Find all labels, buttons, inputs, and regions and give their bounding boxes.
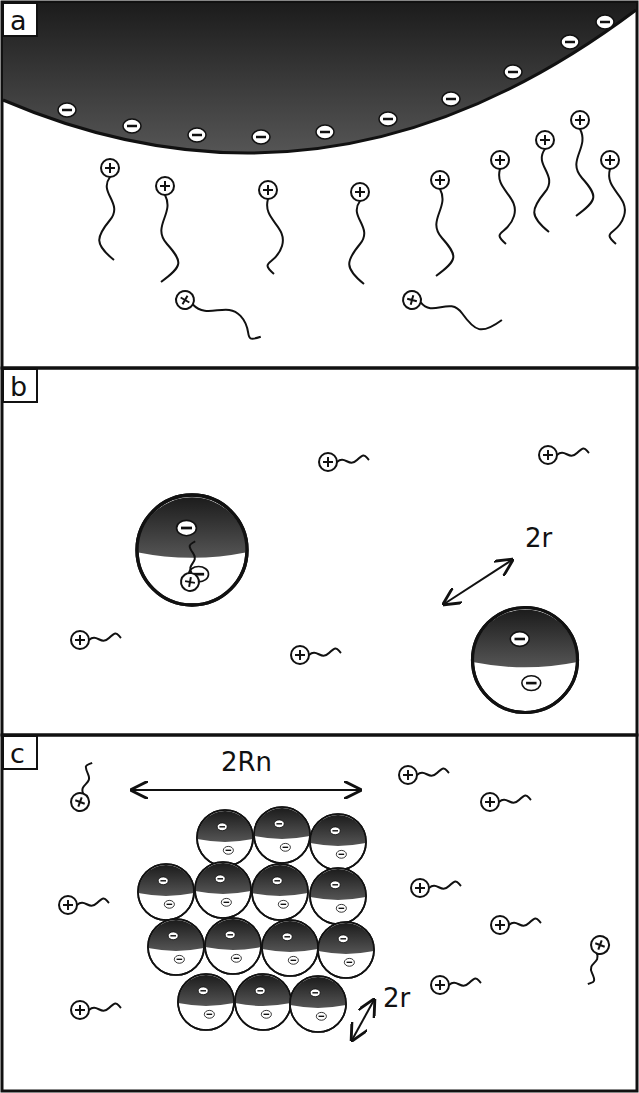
panel-letter-box: c — [2, 735, 38, 770]
panel-letter: c — [10, 740, 30, 767]
panel-letter-box: a — [2, 2, 38, 37]
panel-letter: b — [10, 373, 30, 400]
dimension-label: 2Rn — [218, 748, 275, 776]
panel-letter-box: b — [2, 368, 38, 403]
panel-letter: a — [10, 7, 30, 34]
dimension-label: 2r — [522, 524, 555, 552]
dimension-label: 2r — [380, 984, 413, 1012]
